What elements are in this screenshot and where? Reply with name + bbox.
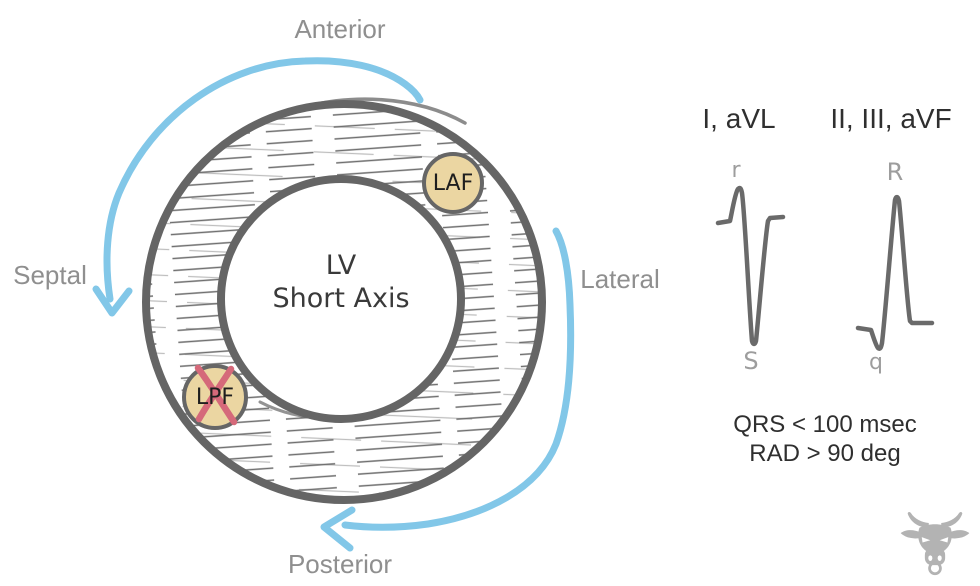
criteria-axis-deviation: RAD > 90 deg <box>749 440 901 467</box>
laf-marker <box>422 152 484 214</box>
lv-center-label-line2: Short Axis <box>272 283 410 314</box>
direction-label-anterior: Anterior <box>294 14 386 44</box>
ecg-panel-leads-i-avl: I, aVL <box>702 103 776 134</box>
lv-center-label: LV Short Axis <box>221 249 461 315</box>
rotation-arrow-bottom-right <box>320 227 575 552</box>
diagnostic-criteria: QRS < 100 msec RAD > 90 deg <box>700 410 950 468</box>
criteria-qrs-duration: QRS < 100 msec <box>733 411 917 438</box>
lpf-block-cross-icon <box>194 364 238 426</box>
wave-label-r-small: r <box>731 158 741 183</box>
rotation-arrow-top-left <box>92 57 424 317</box>
bull-icon <box>900 512 970 576</box>
direction-label-lateral: Lateral <box>580 264 660 294</box>
direction-label-septal: Septal <box>13 260 87 290</box>
wave-label-r-tall: R <box>886 158 904 186</box>
ecg-trace-rs <box>715 185 786 347</box>
outer-wall-sketch-stroke <box>293 97 467 125</box>
ecg-trace-qr <box>855 194 935 351</box>
lpf-label: LPF <box>195 385 235 410</box>
wave-label-s: S <box>743 347 759 375</box>
lv-outer-wall <box>142 100 546 504</box>
inner-wall-sketch-stroke <box>258 400 400 421</box>
wave-label-q: q <box>869 350 883 375</box>
lv-center-label-line1: LV <box>325 250 357 281</box>
laf-label: LAF <box>432 171 474 196</box>
direction-label-posterior: Posterior <box>287 549 393 579</box>
ecg-panel-leads-ii-iii-avf: II, III, aVF <box>830 103 952 134</box>
